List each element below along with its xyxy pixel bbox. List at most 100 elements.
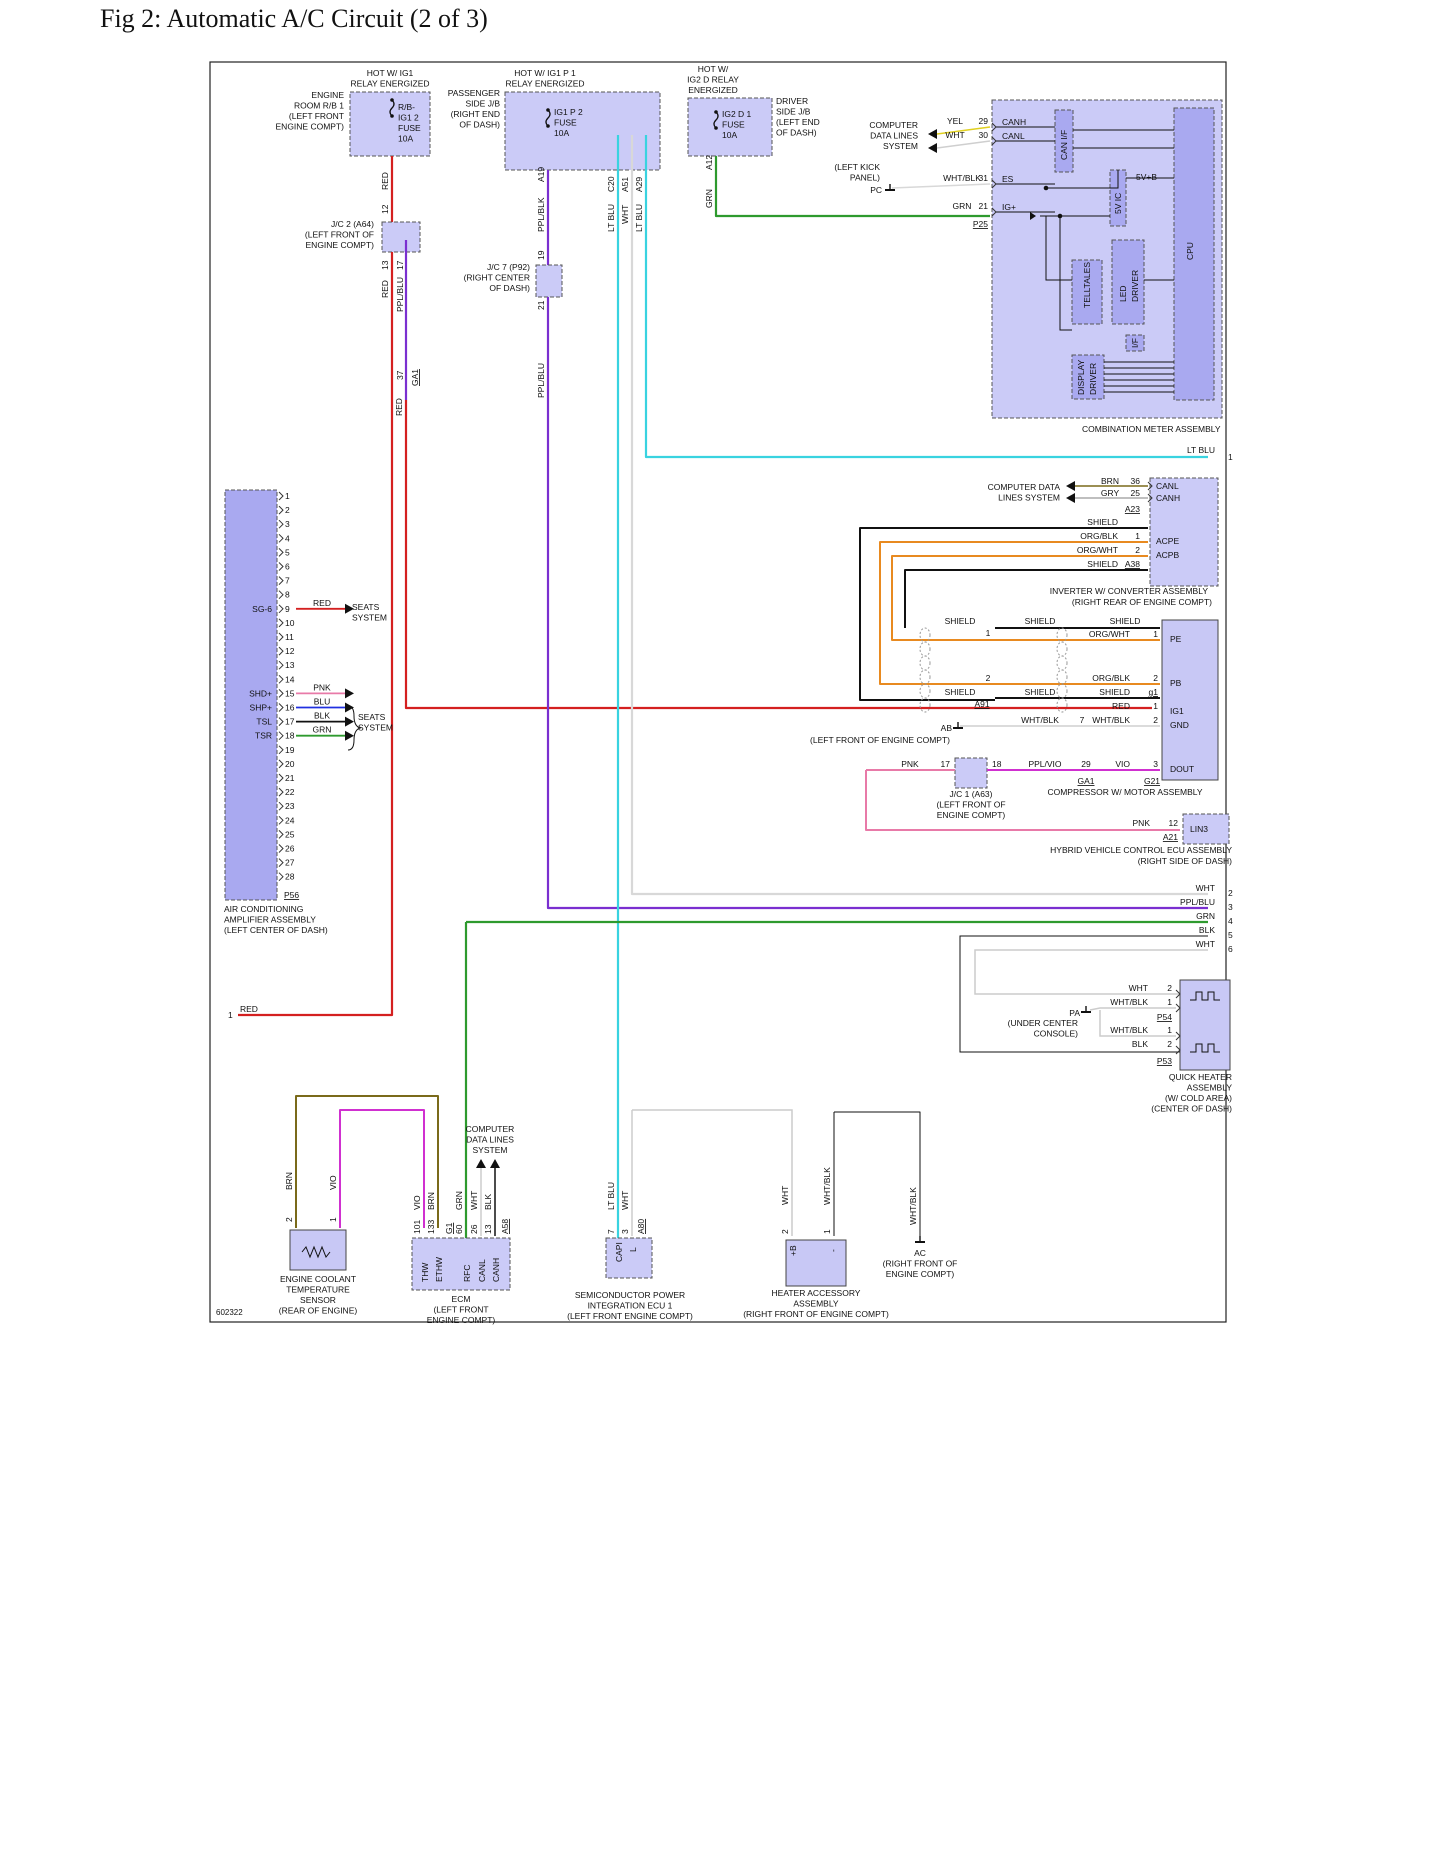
meter-display-driver [1071, 354, 1105, 400]
amp-pin-number: 15 [285, 688, 295, 698]
engine-rb-name: ROOM R/B 1 [294, 101, 344, 111]
semi-pin-7: 7 [606, 1229, 616, 1234]
amp-pin-number: 14 [285, 674, 295, 684]
hv-ecu-location: (RIGHT SIDE OF DASH) [1138, 856, 1232, 866]
heater-name: (RIGHT FRONT OF ENGINE COMPT) [743, 1309, 889, 1319]
engine-rb-hot-label: HOT W/ IG1 [367, 68, 414, 78]
qh-pin-label: 2 [1167, 983, 1172, 993]
shield-symbol [1056, 683, 1068, 699]
ecm-pin-label: 60 [454, 1224, 464, 1234]
meter-cpu-label: CPU [1185, 242, 1195, 260]
jc2-pin-12: 12 [380, 204, 390, 214]
inverter-can-wire: GRY [1101, 488, 1120, 498]
amp-wire-label: GRN [313, 725, 332, 735]
wire-wht-blk-pa-2 [1099, 1010, 1176, 1037]
compressor-name: COMPRESSOR W/ MOTOR ASSEMBLY [1047, 787, 1202, 797]
wire-label-wht: WHT [620, 205, 630, 224]
meter-5v-ic-label: 5V IC [1113, 193, 1123, 214]
heater-name: HEATER ACCESSORY [772, 1288, 861, 1298]
pass-jb-fuse-label: FUSE [554, 118, 577, 128]
ecm-terminal-label: CANH [491, 1258, 501, 1282]
semi-wire-lt-blu: LT BLU [606, 1182, 616, 1210]
heater-element-icon [1190, 991, 1220, 1001]
amp-pin-number: 16 [285, 703, 295, 713]
heater-name: ASSEMBLY [793, 1299, 839, 1309]
ecm-terminal-label: THW [420, 1263, 430, 1282]
meter-if [1125, 334, 1145, 352]
amp-pin-number: 3 [285, 519, 290, 529]
amp-terminal-label: SHD+ [249, 688, 272, 698]
jc1-name: ENGINE COMPT) [937, 810, 1006, 820]
meter-if-label: I/F [1130, 338, 1140, 348]
inverter-sig-wire: ORG/BLK [1080, 531, 1118, 541]
amp-seats-arrow [345, 603, 354, 614]
passenger-side-jb [504, 91, 661, 171]
driver-jb-fuse-label: IG2 D 1 [722, 109, 752, 119]
amp-pin-number: 24 [285, 815, 295, 825]
amp-pin-chevron [278, 604, 284, 614]
wire-grn-ig [714, 156, 990, 218]
meter-terminal-label: CANL [1002, 131, 1025, 141]
meter-terminal-label: CANH [1002, 117, 1026, 127]
amp-pin-chevron [278, 618, 284, 628]
ga1-conn: GA1 [410, 369, 420, 386]
qh-conn-p54: P54 [1157, 1012, 1172, 1022]
shield-symbol [1056, 641, 1068, 657]
ect-name: (REAR OF ENGINE) [279, 1306, 358, 1316]
semi-wire-wht: WHT [620, 1191, 630, 1210]
amp-pin-number: 10 [285, 618, 295, 628]
meter-display-label: DISPLAY [1076, 359, 1086, 395]
shield-symbol [919, 697, 931, 713]
offpage-num: 4 [1228, 916, 1233, 926]
pass-jb-hot-label: RELAY ENERGIZED [505, 79, 584, 89]
offpage-num: 6 [1228, 944, 1233, 954]
ecm-name: (LEFT FRONT [433, 1305, 488, 1315]
wire-shield-inner [904, 569, 1148, 628]
engine-rb-name: ENGINE [311, 90, 344, 100]
meter-data-arrow [928, 129, 937, 139]
ecm-wire-label: WHT [469, 1191, 479, 1210]
ecm-data-arrow [476, 1159, 486, 1168]
comp-shield-label-3: SHIELD [1110, 616, 1141, 626]
jc7-pin-21: 21 [536, 300, 546, 310]
semi-name: (LEFT FRONT ENGINE COMPT) [567, 1311, 693, 1321]
meter-cpu [1173, 107, 1215, 401]
comp-ab-location: (LEFT FRONT OF ENGINE COMPT) [810, 735, 950, 745]
amp-pin-chevron [278, 646, 284, 656]
quick-heater-assembly [1179, 979, 1231, 1071]
meter-kick-label: (LEFT KICK [834, 162, 880, 172]
pass-jb-fuse-icon [545, 109, 551, 127]
inverter-sig-pin: 2 [1135, 545, 1140, 555]
heater-accessory-assembly [785, 1239, 847, 1287]
ecm-wire-label: VIO [412, 1195, 422, 1210]
engine-room-rb [349, 91, 431, 157]
wire-label-grn: GRN [704, 189, 714, 208]
offpage-1-num: 1 [1228, 452, 1233, 462]
wire-label-ppl-blk: PPL/BLK [536, 197, 546, 232]
meter-pin-label: 21 [979, 201, 989, 211]
qh-name: ASSEMBLY [1187, 1083, 1233, 1093]
inverter-data-label: COMPUTER DATA [988, 482, 1061, 492]
comp-shield-label-2: SHIELD [1025, 616, 1056, 626]
fuse-terminal [546, 108, 550, 112]
compressor-terminal: DOUT [1170, 764, 1194, 774]
meter-internal-line [1040, 215, 1072, 331]
jc1-connector [954, 757, 988, 789]
amp-pin-number: 1 [285, 491, 290, 501]
hv-ecu-wire: PNK [1133, 818, 1151, 828]
amp-pin-chevron [278, 674, 284, 684]
meter-junction [1057, 213, 1063, 219]
comp-shield-label-4: SHIELD [945, 687, 976, 697]
ect-sensor [289, 1229, 347, 1271]
wire-label-lt-blu: LT BLU [606, 204, 616, 232]
amp-pin-number: 13 [285, 660, 295, 670]
wire-label-red-3: RED [394, 398, 404, 416]
ect-name: TEMPERATURE [286, 1285, 350, 1295]
pass-jb-fuse-label: IG1 P 2 [554, 107, 583, 117]
compressor-terminal: PB [1170, 678, 1182, 688]
wire-yel-canh [936, 126, 991, 135]
amp-name: AMPLIFIER ASSEMBLY [224, 915, 316, 925]
comp-ab-label: AB [941, 723, 953, 733]
fuse-terminal [714, 110, 718, 114]
